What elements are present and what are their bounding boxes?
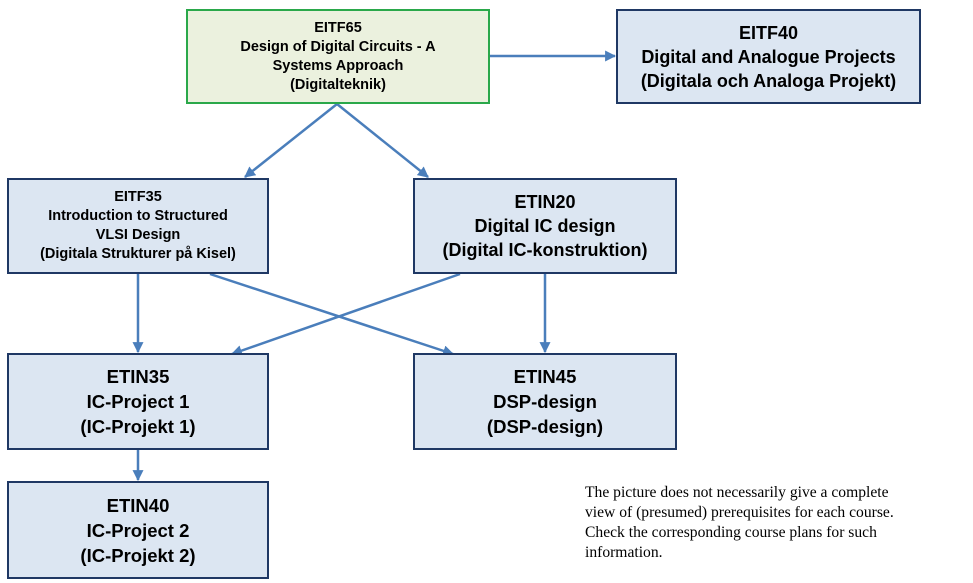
arrow-eitf35-to-etin45 [209,272,455,357]
course-box-etin45: ETIN45 DSP-design (DSP-design) [413,353,677,450]
course-box-eitf40: EITF40 Digital and Analogue Projects (Di… [616,9,921,104]
course-swedish-title: (Digital IC-konstruktion) [442,240,648,260]
course-swedish-title: (IC-Projekt 1) [80,416,196,437]
note-line: information. [585,544,663,561]
course-code: ETIN45 [513,366,577,387]
course-swedish-title: (IC-Projekt 2) [80,544,196,566]
course-code: ETIN40 [106,494,170,516]
note-line: view of (presumed) prerequisites for eac… [585,504,894,521]
note-line: Check the corresponding course plans for… [585,524,877,541]
course-code: ETIN35 [106,366,170,387]
course-code: EITF40 [738,22,799,43]
course-code: EITF65 [314,19,362,36]
course-box-etin20: ETIN20 Digital IC design (Digital IC-kon… [413,178,677,274]
note-line: The picture does not necessarily give a … [585,484,889,501]
course-title: IC-Project 2 [86,519,190,541]
course-title: DSP-design [493,391,597,412]
arrow-etin20-to-etin35 [230,272,461,356]
course-code: EITF35 [114,189,162,205]
arrow-eitf65-to-etin20 [336,103,429,178]
disclaimer-note: The picture does not necessarily give a … [585,483,970,563]
course-box-eitf65: EITF65 Design of Digital Circuits - A Sy… [186,9,490,104]
course-title: Digital IC design [474,216,616,236]
course-title-line: Introduction to Structured [48,208,228,224]
course-title: IC-Project 1 [86,391,190,412]
course-swedish-title: (DSP-design) [486,416,604,437]
course-swedish-title: (Digitalteknik) [290,76,386,93]
course-box-eitf35: EITF35 Introduction to Structured VLSI D… [7,178,269,274]
course-code: ETIN20 [514,192,576,212]
arrow-eitf65-to-eitf35 [244,103,338,178]
course-title-line: VLSI Design [95,227,181,243]
course-title-line: Design of Digital Circuits - A [240,38,436,55]
course-swedish-title: (Digitala Strukturer på Kisel) [40,246,236,262]
course-title-line: Systems Approach [272,57,404,74]
course-box-etin40: ETIN40 IC-Project 2 (IC-Projekt 2) [7,481,269,579]
course-box-etin35: ETIN35 IC-Project 1 (IC-Projekt 1) [7,353,269,450]
course-swedish-title: (Digitala och Analoga Projekt) [640,70,897,91]
course-title: Digital and Analogue Projects [641,46,896,67]
